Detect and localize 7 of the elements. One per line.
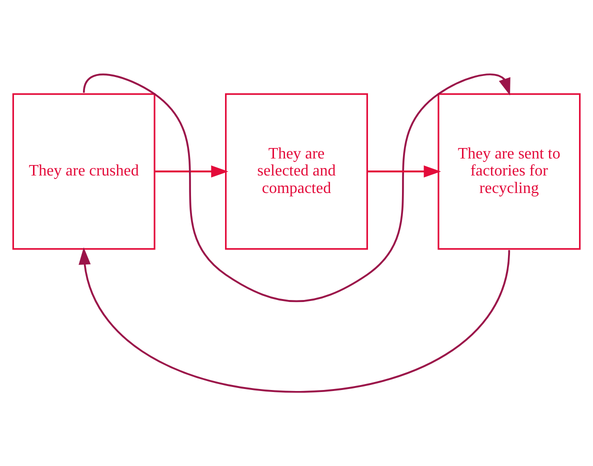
node-box: They are selected and compacted xyxy=(225,93,368,250)
node-box: They are crushed xyxy=(12,93,156,250)
arrow xyxy=(78,247,510,393)
arrow xyxy=(82,74,510,302)
arrow xyxy=(368,165,442,178)
arrow xyxy=(155,165,228,178)
node-box: They are sent to factories for recycling xyxy=(438,93,581,250)
